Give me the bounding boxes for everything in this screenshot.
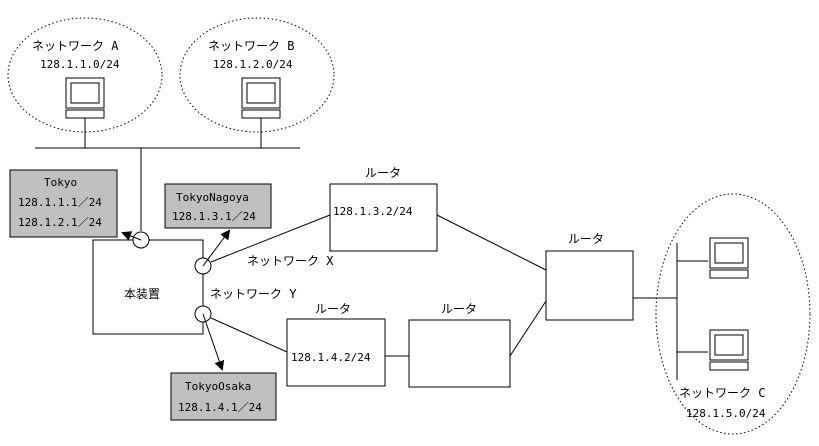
computer-icon-a (65, 77, 105, 148)
router-4-box (408, 319, 511, 388)
network-y-label: ネットワーク Y (210, 287, 297, 301)
network-c-cloud (655, 193, 811, 435)
router-3-label: ルータ (315, 302, 351, 316)
computer-icon-c2 (709, 329, 749, 371)
osaka-ip: 128.1.4.1／24 (178, 401, 262, 414)
router-2-label: ルータ (568, 232, 604, 246)
nagoya-interface-box: TokyoNagoya 128.1.3.1／24 (164, 183, 272, 229)
main-device-box (92, 239, 204, 335)
network-b-cloud (179, 17, 335, 133)
computer-icon-c1 (709, 237, 749, 279)
network-b-label: ネットワーク B (208, 39, 294, 53)
link-x (210, 214, 331, 263)
main-device-label: 本装置 (124, 287, 160, 301)
tokyo-interface-box: Tokyo 128.1.1.1／24 128.1.2.1／24 (9, 169, 118, 238)
arrow-to-nagoya (202, 229, 231, 267)
network-x-label: ネットワーク X (247, 254, 334, 268)
link-r4-r2 (509, 300, 547, 357)
nagoya-ip: 128.1.3.1／24 (172, 210, 256, 223)
network-b-subnet: 128.1.2.0/24 (213, 58, 293, 71)
link-r1-r2 (436, 214, 547, 271)
router-3-box (286, 318, 386, 387)
router-4-label: ルータ (441, 302, 477, 316)
network-c-label: ネットワーク C (679, 386, 765, 400)
router-1-ip: 128.1.3.2/24 (333, 205, 413, 218)
router-1-box (329, 183, 438, 252)
osaka-interface-box: TokyoOsaka 128.1.4.1／24 (170, 372, 277, 421)
tokyo-ip2: 128.1.2.1／24 (18, 216, 102, 229)
network-a-subnet: 128.1.1.0/24 (40, 58, 120, 71)
osaka-title: TokyoOsaka (185, 380, 251, 393)
nagoya-title: TokyoNagoya (176, 191, 249, 204)
network-a-label: ネットワーク A (32, 39, 119, 53)
computer-icon-b (241, 77, 281, 148)
network-a-cloud (7, 17, 163, 133)
tokyo-ip1: 128.1.1.1／24 (18, 196, 102, 209)
arrow-to-tokyo (121, 231, 142, 241)
arrow-to-osaka (202, 313, 225, 371)
tokyo-title: Tokyo (44, 176, 77, 189)
router-2-box (545, 250, 634, 321)
network-c-subnet: 128.1.5.0/24 (686, 407, 766, 420)
link-y (210, 317, 288, 353)
router-3-ip: 128.1.4.2/24 (291, 351, 371, 364)
router-1-label: ルータ (365, 166, 401, 180)
